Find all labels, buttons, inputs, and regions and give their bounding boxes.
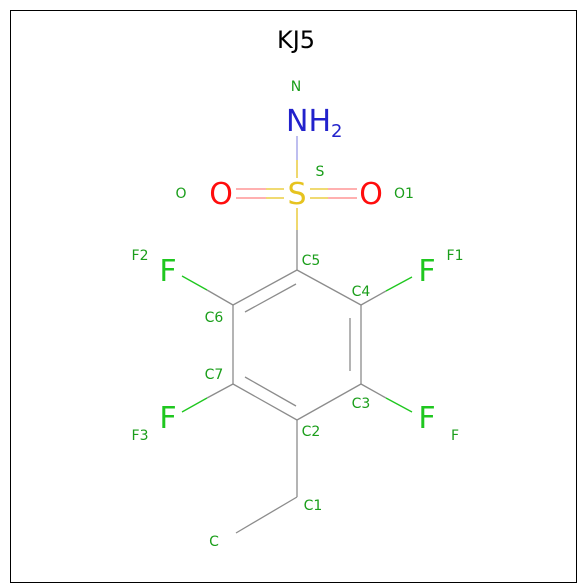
label-c7: C7 <box>205 367 224 383</box>
bond-c5-c4 <box>296 269 362 306</box>
oxygen-symbol-left: O <box>209 177 233 212</box>
label-c4: C4 <box>352 284 371 300</box>
fluorine-symbol-f1: F <box>418 254 435 289</box>
fluorine-symbol-f2: F <box>159 254 176 289</box>
label-c1: C1 <box>304 498 323 514</box>
label-f3: F3 <box>132 428 149 444</box>
label-f2: F2 <box>132 248 149 264</box>
bond-c3-f-a <box>360 383 387 399</box>
element-symbols: NH2 S O O F F F F <box>159 104 435 436</box>
label-c6: C6 <box>205 310 224 326</box>
label-c5: C5 <box>302 253 321 269</box>
bond-c6-c5 <box>232 269 298 306</box>
bond-c3-c2 <box>296 383 362 421</box>
fluorine-symbol-f: F <box>418 401 435 436</box>
bond-c7-f3-a <box>206 383 234 399</box>
label-o1: O1 <box>394 186 414 202</box>
bond-c7-f3-b <box>181 397 208 413</box>
molecule-title: KJ5 <box>277 26 315 54</box>
label-c2: C2 <box>302 424 321 440</box>
label-o: O <box>175 186 186 202</box>
bond-c2-c7-inner <box>244 376 297 407</box>
label-c3: C3 <box>352 396 371 412</box>
bond-c6-f2-a <box>206 289 234 306</box>
atom-labels: N S O O1 F2 F1 C5 C4 C6 C7 C3 F3 F C2 C1… <box>132 79 464 550</box>
bond-c6-c5-inner <box>244 283 297 313</box>
bonds <box>181 136 413 534</box>
fluorine-symbol-f3: F <box>159 401 176 436</box>
molecule-frame <box>10 10 577 583</box>
bond-c4-f1-a <box>360 290 387 306</box>
bond-c4-f1-b <box>385 276 413 292</box>
label-c: C <box>209 534 219 550</box>
bond-c1-c <box>235 496 298 534</box>
bond-c3-f-b <box>385 397 413 413</box>
bond-c6-f2-b <box>181 275 208 291</box>
sulfur-symbol: S <box>287 177 306 212</box>
nh2-symbol: NH2 <box>286 104 342 142</box>
label-f: F <box>451 428 459 444</box>
label-f1: F1 <box>447 248 464 264</box>
oxygen-symbol-right: O <box>359 177 383 212</box>
bond-c2-c7 <box>232 383 298 421</box>
label-s: S <box>316 164 325 180</box>
label-n: N <box>291 79 301 95</box>
